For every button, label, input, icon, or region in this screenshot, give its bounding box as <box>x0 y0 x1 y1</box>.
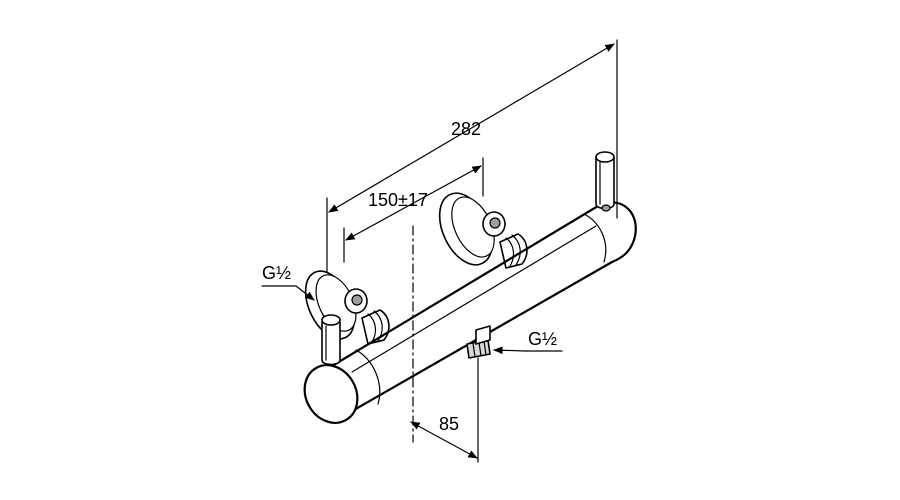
left-handle <box>321 314 341 366</box>
dimension-150-line <box>345 165 482 241</box>
outlet-thread-label: G½ <box>528 329 557 349</box>
left-wall-bracket <box>304 270 390 345</box>
outlet-connector <box>466 325 491 359</box>
dimension-85-label: 85 <box>439 414 459 434</box>
dimension-282-label: 282 <box>451 119 481 139</box>
dimension-85-line <box>410 421 478 459</box>
dimension-150-label: 150±17 <box>368 190 428 210</box>
outlet-thread-leader <box>493 346 563 355</box>
right-wall-bracket <box>438 192 528 269</box>
right-handle <box>595 151 615 212</box>
inlet-thread-label: G½ <box>262 263 291 283</box>
inlet-thread-leader <box>261 285 315 301</box>
